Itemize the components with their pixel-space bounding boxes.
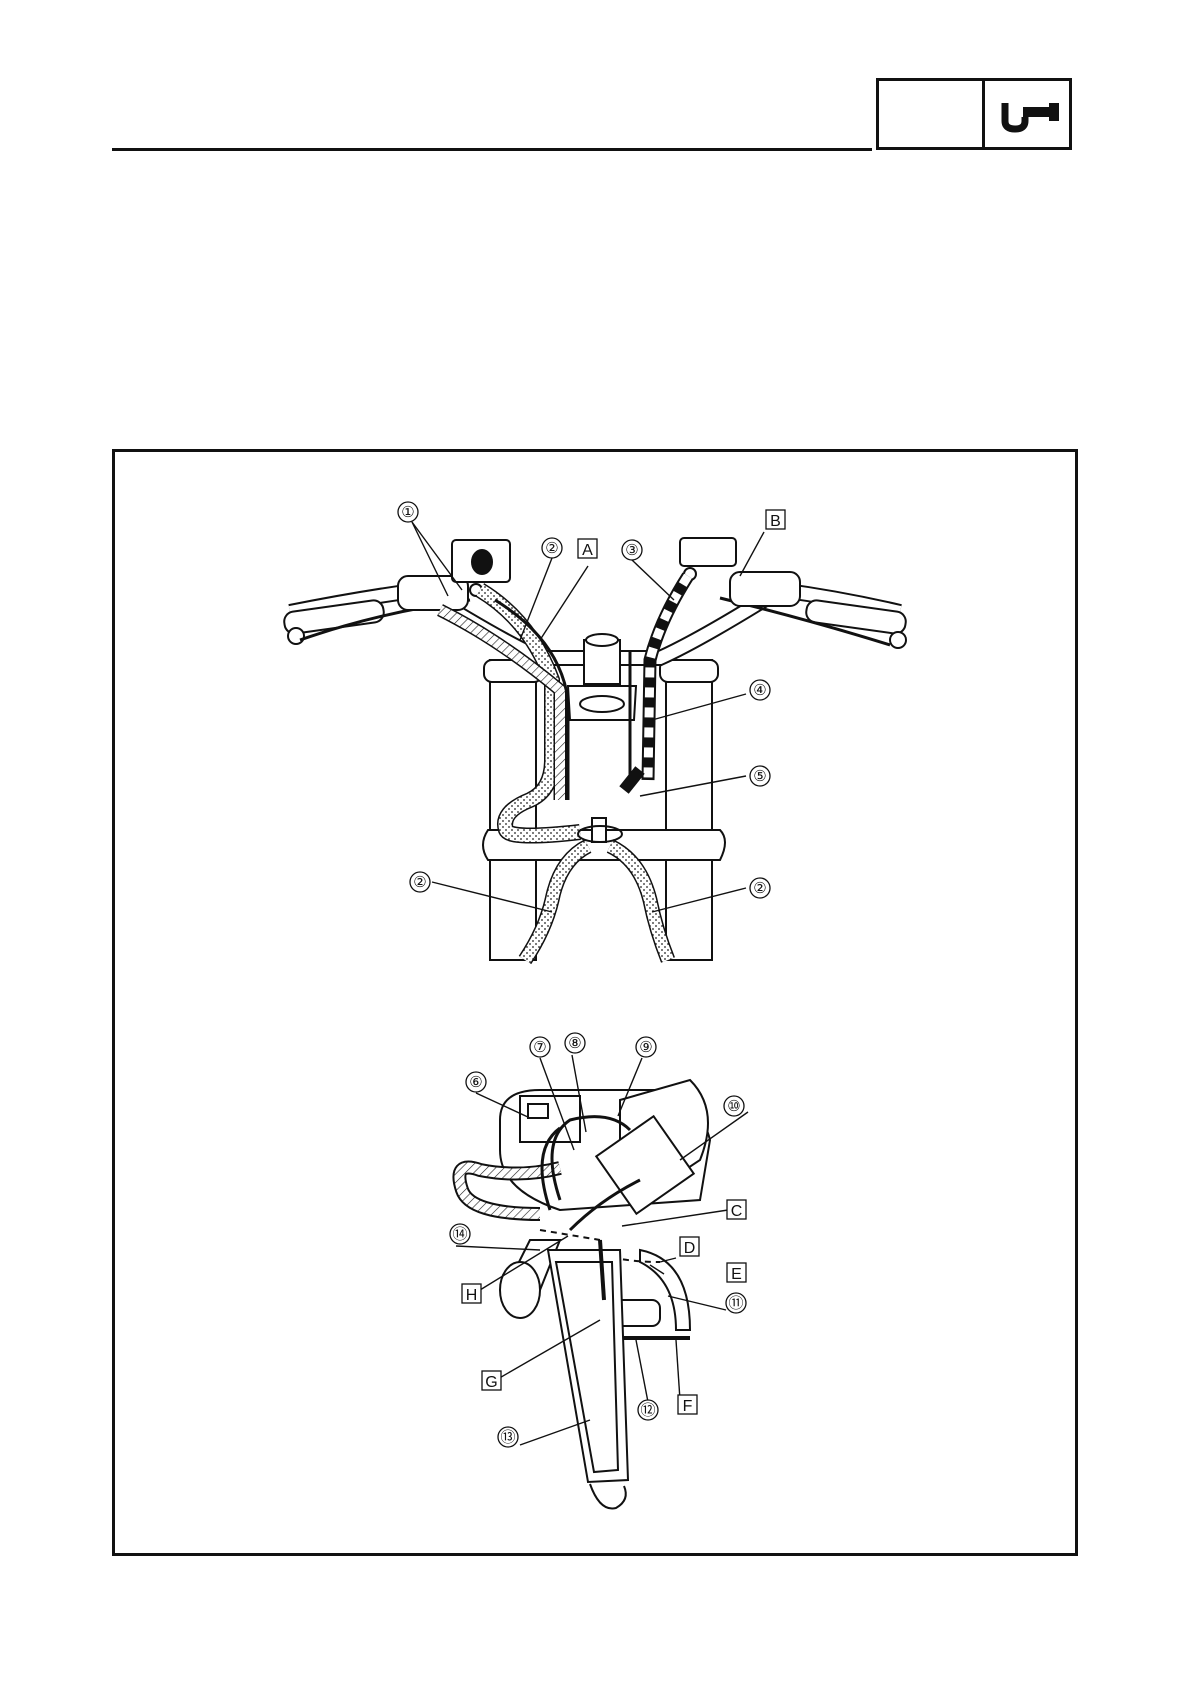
box-label-g: G: [485, 1374, 497, 1391]
box-label-d: D: [684, 1240, 696, 1257]
box-label-c: C: [731, 1203, 743, 1220]
box-label-f: F: [683, 1398, 693, 1415]
box-label-a: A: [582, 542, 593, 559]
handlebar-illustration: [283, 538, 907, 960]
callout-10: ⑩: [727, 1098, 740, 1115]
callout-12: ⑫: [640, 1402, 655, 1419]
callout-4: ④: [753, 682, 766, 699]
callout-9: ⑨: [639, 1039, 652, 1056]
callout-2b: ②: [413, 874, 426, 891]
callout-13: ⑬: [500, 1429, 515, 1446]
box-label-b: B: [770, 513, 781, 530]
callout-7: ⑦: [533, 1039, 546, 1056]
callout-5: ⑤: [753, 768, 766, 785]
box-label-e: E: [731, 1266, 742, 1283]
callout-1: ①: [401, 504, 414, 521]
callout-2c: ②: [753, 880, 766, 897]
box-label-h: H: [466, 1287, 478, 1304]
callout-8: ⑧: [568, 1035, 581, 1052]
callout-3: ③: [625, 542, 638, 559]
callout-6: ⑥: [469, 1074, 482, 1091]
callout-14: ⑭: [452, 1226, 467, 1243]
callout-2a: ②: [545, 540, 558, 557]
headlight-illustration: [459, 1080, 710, 1509]
callout-11: ⑪: [728, 1295, 743, 1312]
